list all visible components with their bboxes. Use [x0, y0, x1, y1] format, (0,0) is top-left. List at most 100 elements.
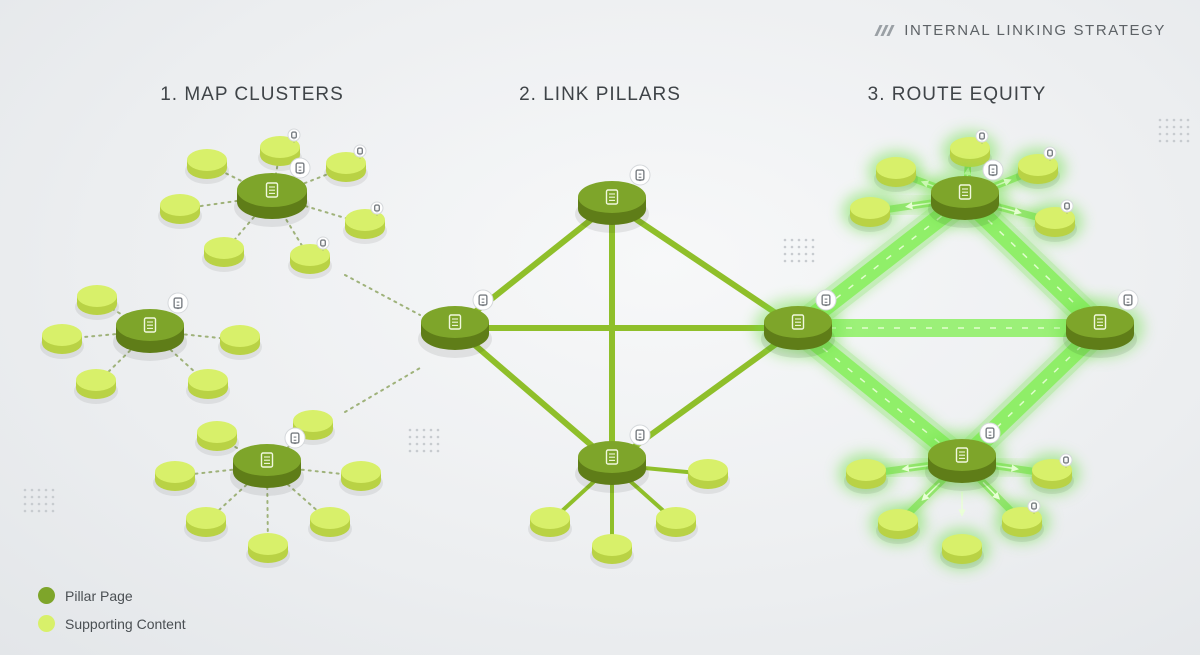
decor-dot [811, 259, 815, 263]
decor-dot [811, 245, 815, 249]
support-top [155, 461, 195, 483]
pillar-node [113, 292, 189, 361]
support-node [185, 149, 229, 184]
legend-label-pillar: Pillar Page [65, 587, 133, 604]
doc-icon [791, 314, 805, 330]
doc-badge [982, 159, 1004, 181]
decor-dot [436, 435, 440, 439]
support-node [942, 129, 998, 173]
support-top [1002, 507, 1042, 529]
header-title: INTERNAL LINKING STRATEGY [904, 22, 1166, 39]
support-node [528, 507, 572, 542]
decor-dot [422, 428, 426, 432]
decor-dot [783, 245, 787, 249]
doc-icon [173, 297, 183, 309]
decor-dot [44, 509, 48, 513]
decor-dot [790, 252, 794, 256]
decor-dot [1179, 118, 1183, 122]
doc-badge [287, 128, 301, 142]
decor-dot [51, 495, 55, 499]
support-node [686, 459, 730, 494]
support-node [74, 369, 118, 404]
doc-badge [1027, 499, 1041, 513]
support-node [75, 285, 119, 320]
decor-dot [51, 509, 55, 513]
support-node [246, 533, 290, 568]
decor-dot [37, 509, 41, 513]
decor-dot [436, 428, 440, 432]
decor-dot [37, 502, 41, 506]
decor-dot [429, 428, 433, 432]
background-decor [23, 118, 1190, 513]
support-node [654, 507, 698, 542]
support-top [345, 209, 385, 231]
decor-dot [1172, 132, 1176, 136]
decor-dot [804, 259, 808, 263]
doc-icon [265, 182, 279, 198]
decor-dot [804, 245, 808, 249]
doc-badge [289, 157, 311, 179]
support-node [158, 194, 202, 229]
doc-icon [821, 294, 831, 306]
pillar-node [575, 424, 651, 493]
doc-icon [478, 294, 488, 306]
doc-badge [975, 129, 989, 143]
legend-item-support: Supporting Content [38, 615, 186, 632]
doc-icon [635, 169, 645, 181]
support-top [341, 461, 381, 483]
doc-icon [988, 164, 998, 176]
decor-dot [804, 238, 808, 242]
doc-icon [985, 427, 995, 439]
doc-badge [167, 292, 189, 314]
decor-dot [408, 449, 412, 453]
doc-badge [1043, 146, 1057, 160]
support-node [218, 325, 262, 360]
legend-item-pillar: Pillar Page [38, 587, 186, 604]
dotted-link [271, 195, 311, 260]
support-top [260, 136, 300, 158]
support-node [186, 369, 230, 404]
doc-icon [1093, 314, 1107, 330]
decor-dot [415, 449, 419, 453]
dotted-link [223, 195, 273, 253]
decor-dot [783, 259, 787, 263]
support-node [258, 128, 302, 171]
pillar-node [575, 164, 651, 233]
decor-dot [408, 435, 412, 439]
doc-badge [1117, 289, 1139, 311]
support-top [188, 369, 228, 391]
doc-badge [979, 422, 1001, 444]
step-title-link-pillars: 2. LINK PILLARS [519, 84, 681, 105]
support-node [868, 151, 924, 193]
nodes [40, 128, 1144, 570]
doc-icon [605, 449, 619, 465]
decor-dot [30, 495, 34, 499]
decor-dot [1158, 118, 1162, 122]
decor-dot [783, 238, 787, 242]
support-top [160, 194, 200, 216]
decor-dot [37, 488, 41, 492]
support-top [42, 324, 82, 346]
decor-dot [408, 442, 412, 446]
support-node [324, 144, 368, 187]
doc-icon [1123, 294, 1133, 306]
support-node [288, 236, 332, 279]
decor-dot [429, 449, 433, 453]
decor-dot [30, 488, 34, 492]
support-top [197, 421, 237, 443]
dotted-link [206, 163, 273, 197]
pillar-node [230, 427, 306, 496]
support-top [293, 410, 333, 432]
doc-badge [472, 289, 494, 311]
doc-badge [316, 236, 330, 250]
support-top [656, 507, 696, 529]
decor-dot [51, 502, 55, 506]
support-top [310, 507, 350, 529]
decor-dot [1158, 125, 1162, 129]
pillar-node [418, 289, 494, 358]
doc-icon [958, 184, 972, 200]
support-top [220, 325, 260, 347]
pillar-swatch [38, 587, 55, 604]
decor-dot [1186, 125, 1190, 129]
step-title-map-clusters: 1. MAP CLUSTERS [160, 84, 344, 105]
